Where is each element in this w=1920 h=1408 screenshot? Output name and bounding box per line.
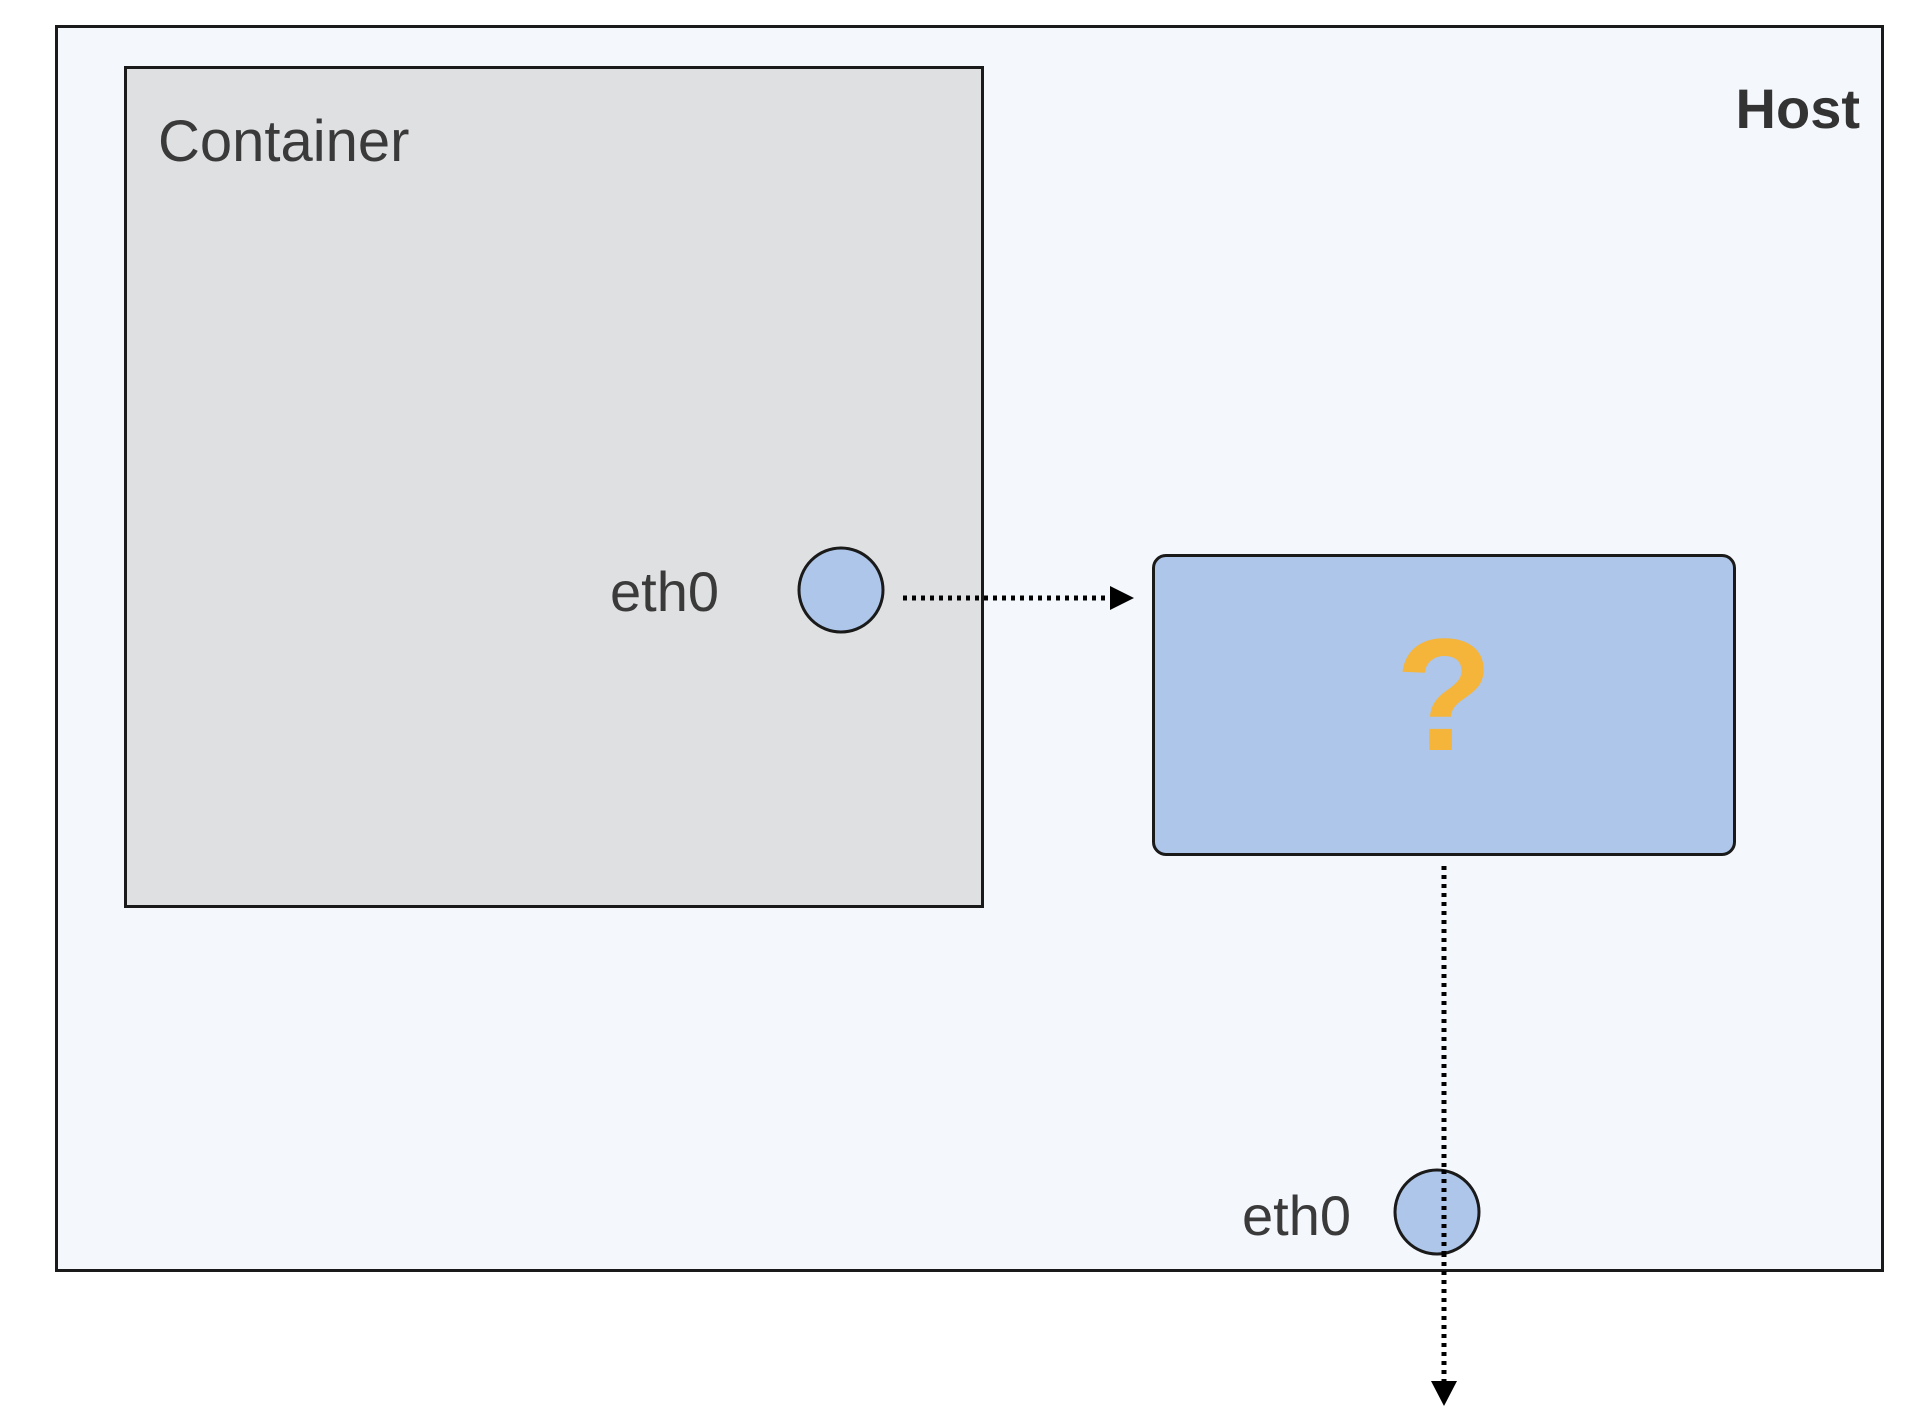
container-label: Container: [158, 109, 410, 174]
host-eth0-label: eth0: [1242, 1184, 1351, 1247]
unknown-to-outside-arrowhead: [1431, 1381, 1457, 1406]
question-mark-icon: ?: [1395, 605, 1493, 784]
container-box: [124, 66, 984, 908]
unknown-component-box: [1152, 554, 1736, 856]
host-label: Host: [1735, 77, 1860, 140]
container-eth0-label: eth0: [610, 560, 719, 623]
